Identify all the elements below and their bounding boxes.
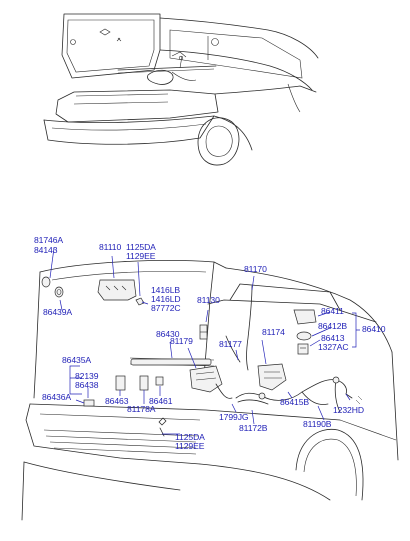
part-label-81190B: 81190B: [303, 419, 332, 429]
part-label-86410: 86410: [362, 324, 386, 334]
part-label-86463: 86463: [105, 396, 129, 406]
part-label-86435A: 86435A: [62, 355, 92, 365]
part-label-86438: 86438: [75, 380, 99, 390]
part-label-86436A: 86436A: [42, 392, 72, 402]
part-label-81174: 81174: [262, 327, 285, 337]
leader-81174: [261, 339, 267, 365]
leader-87772C: [141, 301, 149, 305]
leader-lines: [49, 247, 360, 435]
leader-bracket-86410: [352, 312, 360, 348]
leader-86436A: [75, 399, 85, 404]
part-label-1799JG: 1799JG: [219, 412, 249, 422]
leader-81130: [205, 309, 209, 323]
leader-81746A: [49, 247, 55, 279]
leader-bracket-86435A: [69, 365, 82, 395]
part-label-81110: 81110: [99, 242, 122, 252]
part-label-86439A: 86439A: [43, 307, 73, 317]
leader-86413: [309, 339, 321, 347]
leader-81179: [187, 347, 197, 369]
part-label-84143: 84143: [34, 245, 58, 255]
leader-81170: [251, 275, 255, 291]
leader-81190B: [317, 405, 325, 421]
part-label-81170: 81170: [244, 264, 267, 274]
part-label-86413: 86413: [321, 333, 345, 343]
part-label-81172B: 81172B: [239, 423, 268, 433]
leader-86430: [169, 341, 173, 359]
part-label-1232HD: 1232HD: [333, 405, 364, 415]
part-label-81746A: 81746A: [34, 235, 64, 245]
part-label-1327AC: 1327AC: [318, 342, 349, 352]
part-label-81179: 81179: [170, 336, 193, 346]
leader-86411: [317, 311, 331, 317]
leader-81172B: [251, 409, 255, 425]
part-label-81177: 81177: [219, 339, 242, 349]
part-label-86461: 86461: [149, 396, 173, 406]
leader-1125DA-a: [137, 261, 141, 297]
part-label-1125DA-a: 1125DA: [126, 242, 156, 252]
part-label-81130: 81130: [197, 295, 220, 305]
leader-81177: [235, 349, 239, 361]
part-label-81178A: 81178A: [127, 404, 156, 414]
part-label-1416LD: 1416LD: [151, 294, 181, 304]
leader-86439A: [59, 299, 63, 311]
part-label-1125DA-b: 1125DA: [175, 432, 205, 442]
part-label-86415B: 86415B: [280, 397, 310, 407]
leader-86412B: [311, 327, 331, 337]
detail-body-drawing: [21, 260, 399, 521]
part-label-87772C: 87772C: [151, 303, 181, 313]
leader-81110: [111, 255, 115, 279]
leader-1232HD: [345, 393, 351, 401]
part-label-86430: 86430: [156, 329, 180, 339]
part-label-82139: 82139: [75, 371, 99, 381]
part-label-1416LB: 1416LB: [151, 285, 181, 295]
part-label-86411: 86411: [321, 306, 344, 316]
overview-car-drawing: [43, 13, 319, 166]
leader-86415B: [287, 391, 293, 399]
part-label-1129EE-b: 1129EE: [175, 441, 205, 451]
part-label-86412B: 86412B: [318, 321, 348, 331]
leader-1799JG: [231, 403, 237, 413]
part-label-1129EE-a: 1129EE: [126, 251, 156, 261]
